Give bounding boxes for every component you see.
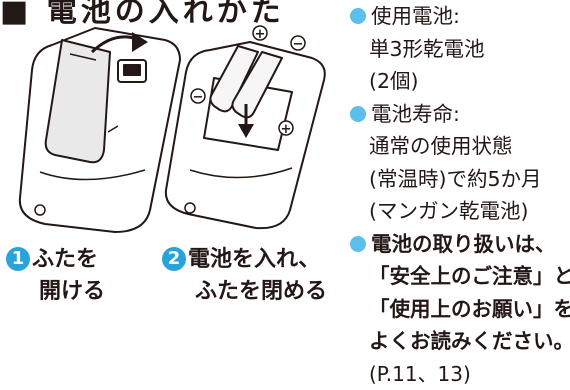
battery-life-line2: (常温時)で約5か月 (350, 163, 570, 196)
bullet-dot-icon (350, 236, 366, 252)
battery-life-line3: (マンガン乾電池) (350, 195, 570, 228)
battery-type-label: 使用電池: (371, 4, 460, 28)
plus-mark-bottom: + (281, 122, 292, 137)
illustrations: + − − + (0, 0, 340, 235)
handling-line3: 「使用上のお願い」を (350, 293, 570, 326)
step-2-line2: ふたを閉める (162, 276, 327, 308)
step-2-number-icon: 2 (162, 247, 186, 271)
step-1-line1: ふたを (32, 247, 98, 272)
minus-mark-top: − (293, 37, 304, 52)
minus-mark-bottom: − (193, 90, 204, 105)
handling-line4: よくお読みください。 (350, 325, 570, 358)
step-2-line1: 電池を入れ、 (188, 247, 320, 272)
notes-column: 使用電池: 単3形乾電池 (2個) 電池寿命: 通常の使用状態 (常温時)で約5… (350, 0, 570, 390)
battery-life-label: 電池寿命: (371, 102, 460, 126)
handling-line1: 電池の取り扱いは、 (371, 232, 556, 256)
step-1-number-icon: 1 (6, 247, 30, 271)
step-1-line2: 開ける (6, 276, 105, 308)
battery-count: (2個) (350, 65, 570, 98)
battery-life-line1: 通常の使用状態 (350, 130, 570, 163)
battery-type-value: 単3形乾電池 (350, 33, 570, 66)
remote-lid-open-illustration (20, 28, 180, 232)
remote-battery-insert-illustration (166, 26, 325, 228)
handling-line2: 「安全上のご注意」と (350, 260, 570, 293)
bullet-dot-icon (350, 106, 366, 122)
bullet-dot-icon (350, 8, 366, 24)
plus-mark-top: + (255, 27, 266, 42)
page-reference: (P.11、13) (350, 358, 570, 390)
